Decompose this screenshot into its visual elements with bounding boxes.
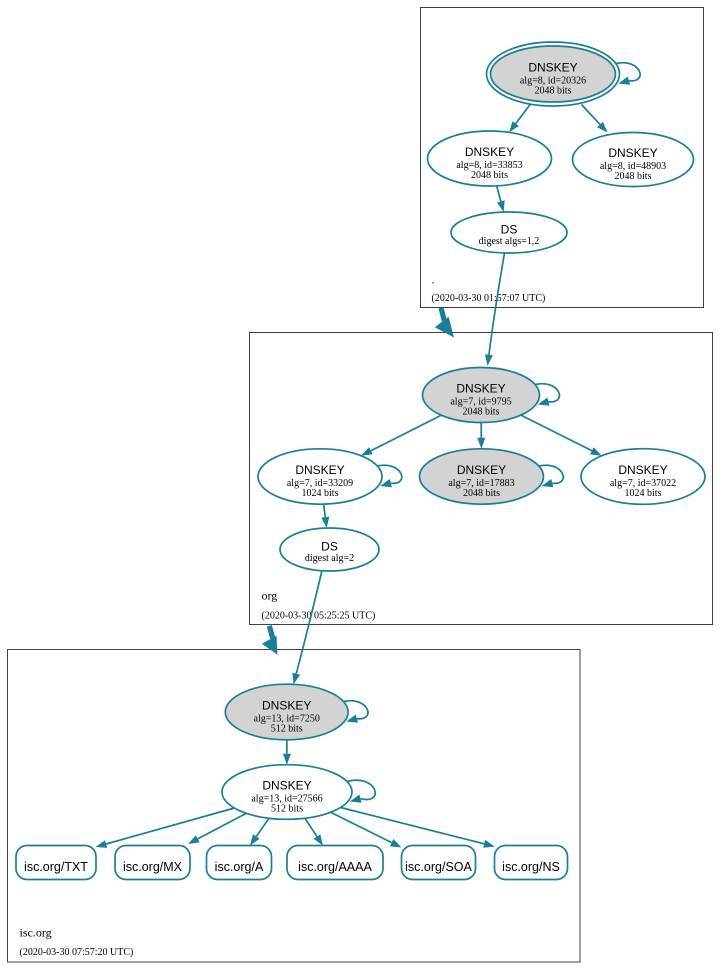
svg-text:digest algs=1,2: digest algs=1,2 <box>479 236 540 247</box>
svg-text:DS: DS <box>321 540 338 554</box>
svg-text:isc.org/TXT: isc.org/TXT <box>24 860 88 874</box>
svg-text:DNSKEY: DNSKEY <box>456 382 505 396</box>
svg-text:512 bits: 512 bits <box>271 803 303 814</box>
svg-text:2048 bits: 2048 bits <box>463 406 500 417</box>
svg-text:DNSKEY: DNSKEY <box>618 463 667 477</box>
svg-text:DS: DS <box>501 223 518 237</box>
svg-text:DNSKEY: DNSKEY <box>465 145 514 159</box>
svg-text:2048 bits: 2048 bits <box>463 488 500 499</box>
svg-text:digest alg=2: digest alg=2 <box>305 553 354 564</box>
svg-text:512 bits: 512 bits <box>271 723 303 734</box>
svg-text:2048 bits: 2048 bits <box>615 171 652 182</box>
svg-text:DNSKEY: DNSKEY <box>262 779 311 793</box>
svg-text:isc.org/AAAA: isc.org/AAAA <box>298 860 372 874</box>
svg-text:isc.org/MX: isc.org/MX <box>123 860 183 874</box>
svg-text:org: org <box>262 589 278 603</box>
svg-text:isc.org: isc.org <box>20 926 52 940</box>
svg-text:2048 bits: 2048 bits <box>471 170 508 181</box>
svg-text:(2020-03-30 01:57:07 UTC): (2020-03-30 01:57:07 UTC) <box>432 293 546 304</box>
svg-text:.: . <box>432 273 435 287</box>
svg-text:(2020-03-30 05:25:25 UTC): (2020-03-30 05:25:25 UTC) <box>262 611 376 622</box>
svg-text:2048 bits: 2048 bits <box>535 85 572 96</box>
svg-text:DNSKEY: DNSKEY <box>528 61 577 75</box>
svg-text:1024 bits: 1024 bits <box>625 488 662 499</box>
svg-text:DNSKEY: DNSKEY <box>295 463 344 477</box>
svg-text:DNSKEY: DNSKEY <box>262 699 311 713</box>
svg-text:isc.org/A: isc.org/A <box>215 860 264 874</box>
svg-text:(2020-03-30 07:57:20 UTC): (2020-03-30 07:57:20 UTC) <box>20 947 134 958</box>
svg-text:DNSKEY: DNSKEY <box>608 146 657 160</box>
svg-text:DNSKEY: DNSKEY <box>457 463 506 477</box>
svg-text:isc.org/NS: isc.org/NS <box>502 860 560 874</box>
svg-text:1024 bits: 1024 bits <box>302 488 339 499</box>
svg-text:isc.org/SOA: isc.org/SOA <box>405 860 472 874</box>
